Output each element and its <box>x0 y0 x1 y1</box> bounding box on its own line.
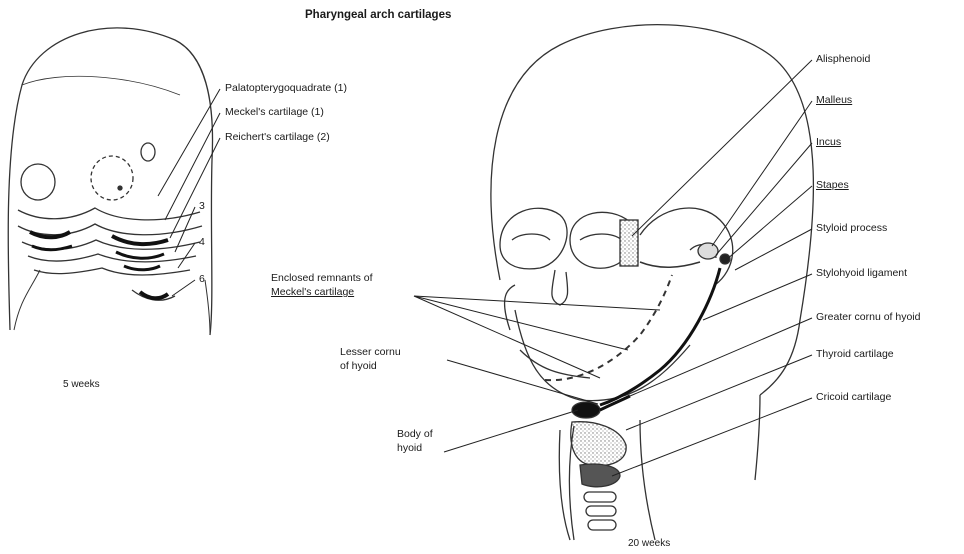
alisphenoid-shape <box>620 220 638 266</box>
label-thyroid-cartilage: Thyroid cartilage <box>816 348 894 361</box>
label-lesser-cornu-line2: of hyoid <box>340 360 377 373</box>
stylohyoid-ligament-path <box>600 268 720 405</box>
label-stapes: Stapes <box>816 179 849 192</box>
label-stylohyoid-ligament: Stylohyoid ligament <box>816 267 907 280</box>
label-malleus: Malleus <box>816 94 852 107</box>
fetal-skull-outline <box>491 25 814 395</box>
label-incus: Incus <box>816 136 841 149</box>
label-body-of-hyoid-line2: hyoid <box>397 442 422 455</box>
label-palatopterygoquadrate: Palatopterygoquadrate (1) <box>225 82 347 95</box>
ear-ossicles <box>698 243 718 259</box>
label-lesser-cornu-line1: Lesser cornu <box>340 346 401 359</box>
label-reicherts-cartilage: Reichert's cartilage (2) <box>225 131 330 144</box>
label-alisphenoid: Alisphenoid <box>816 53 870 66</box>
label-meckel-remnants-line1: Enclosed remnants of <box>271 272 373 285</box>
label-meckels-cartilage: Meckel's cartilage (1) <box>225 106 324 119</box>
right-leader-lines <box>414 60 812 476</box>
embryo-eye-left <box>21 164 55 200</box>
hyoid-body <box>572 402 600 418</box>
left-leader-lines <box>158 89 220 296</box>
label-styloid-process: Styloid process <box>816 222 887 235</box>
label-arch-4: 4 <box>199 236 205 249</box>
label-arch-3: 3 <box>199 200 205 213</box>
label-greater-cornu: Greater cornu of hyoid <box>816 311 920 324</box>
label-meckel-remnants-line2: Meckel's cartilage <box>271 286 354 299</box>
caption-20-weeks: 20 weeks <box>628 537 670 550</box>
caption-5-weeks: 5 weeks <box>63 378 100 391</box>
figure-title: Pharyngeal arch cartilages <box>305 9 451 22</box>
orbit-left <box>500 208 567 269</box>
fetus-20-weeks-drawing <box>491 25 814 540</box>
label-body-of-hyoid-line1: Body of <box>397 428 433 441</box>
label-arch-6: 6 <box>199 273 205 286</box>
thyroid-cartilage-shape <box>571 422 626 466</box>
embryo-eye-right <box>91 156 133 200</box>
label-cricoid-cartilage: Cricoid cartilage <box>816 391 891 404</box>
